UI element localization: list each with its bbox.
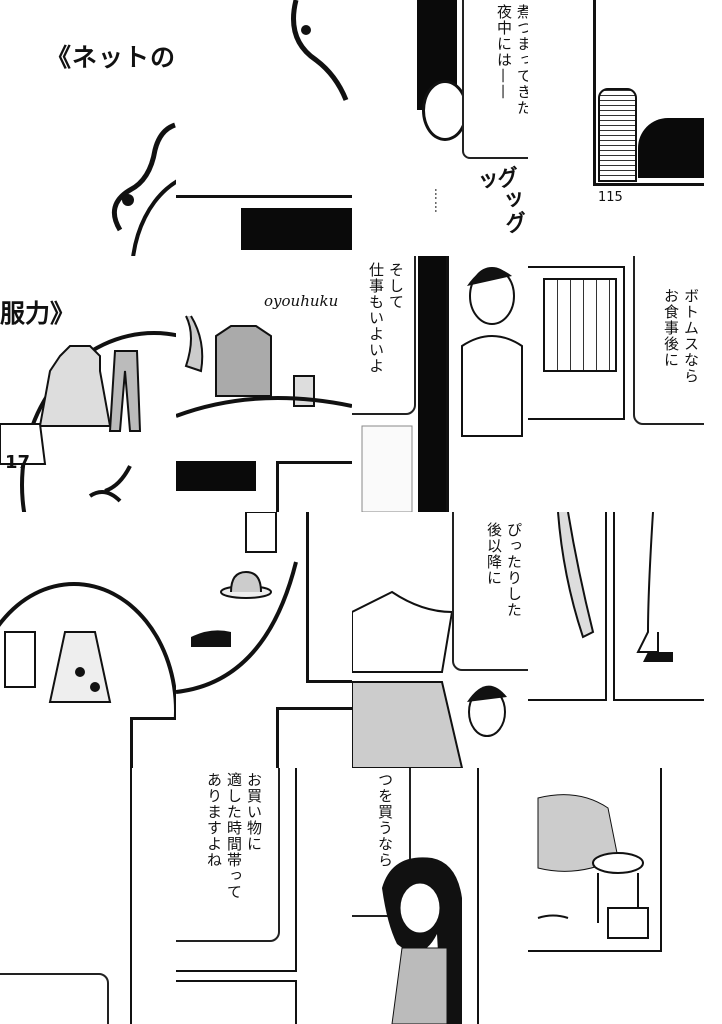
- title-right: 服力》: [0, 299, 76, 328]
- speech-bubble: お買い物に 適した時間帯って ありますよね: [176, 768, 280, 942]
- clothes-icon: [0, 345, 142, 503]
- speech-bubble: [0, 973, 109, 1024]
- sfx-text: グッグッ: [469, 164, 528, 237]
- tile-bottoms: ボトムスなら お食事後に: [528, 256, 704, 512]
- panel-border: [130, 717, 176, 768]
- speech-bubble: ぴったりした 後以降に: [452, 512, 528, 671]
- speech-line: ありますよね: [205, 772, 223, 868]
- tile-panel-empty: [0, 768, 176, 1024]
- speech-line: お食事後に: [662, 288, 680, 368]
- speech-line: 後以降に: [485, 522, 503, 586]
- tile-legs: [528, 512, 704, 768]
- woman-jeans-illustration: [352, 590, 507, 768]
- laptop-screen-icon: [543, 278, 617, 372]
- speech-line: 仕事もいよいよ: [367, 262, 385, 374]
- panel-border: [276, 707, 352, 768]
- speech-bubble: 煮つまってきた 夜中には——: [462, 0, 528, 159]
- chair-icon: [598, 88, 637, 182]
- tile-clothes-logo: oyouhuku: [176, 256, 352, 512]
- panel-border: [176, 980, 297, 1024]
- ornament-icon: [111, 122, 176, 232]
- panel-border: [176, 768, 297, 972]
- speech-line: お買い物に: [245, 772, 263, 852]
- speech-line: 煮つまってきた: [515, 4, 528, 116]
- speech-line: ボトムスなら: [682, 288, 700, 384]
- black-shape: [638, 118, 704, 178]
- logo-text: oyouhuku: [264, 292, 339, 310]
- tile-page-number: 115: [528, 0, 704, 256]
- legs-illustration: [557, 512, 673, 662]
- clothes-icon: [4, 631, 112, 703]
- hat-and-shoe-icon: [176, 512, 298, 694]
- speech-bubble: ボトムスなら お食事後に: [633, 256, 704, 425]
- clothes-icon: [176, 315, 352, 418]
- panel-border: [352, 768, 479, 1024]
- title-left: 《ネットの: [46, 43, 176, 72]
- tile-hat-shoe: [176, 512, 352, 768]
- black-panel: [241, 208, 352, 250]
- speech-bubble: そして 仕事もいよいよ: [352, 256, 416, 415]
- tile-clothes-mirror: 服力》 17: [0, 256, 176, 512]
- speech-line: 夜中には——: [495, 4, 513, 100]
- shirt-number: 17: [5, 452, 31, 473]
- black-background: [418, 256, 448, 512]
- tile-shopping: お買い物に 適した時間帯って ありますよね: [176, 768, 352, 1024]
- speech-line: ぴったりした: [505, 522, 523, 618]
- tile-work: そして 仕事もいよいよ: [352, 256, 528, 512]
- tile-mirror-lower: [0, 512, 176, 768]
- black-panel: [176, 461, 256, 491]
- tile-stool: [528, 768, 704, 1024]
- ellipsis-text: ……: [432, 188, 446, 214]
- laptop-panel: [528, 266, 625, 420]
- speech-line: 適した時間帯って: [225, 772, 243, 900]
- tile-fitted: ぴったりした 後以降に: [352, 512, 528, 768]
- tile-title: 《ネットの: [0, 0, 176, 256]
- tile-ornament: [176, 0, 352, 256]
- page-number: 115: [598, 190, 623, 205]
- tile-buy: つを買うなら: [352, 768, 528, 1024]
- woman-seated-illustration: [537, 794, 649, 939]
- speech-bubble: つを買うなら: [352, 768, 411, 917]
- panel-border: [613, 512, 704, 701]
- panel-border: [306, 512, 352, 683]
- panel-border: [276, 461, 352, 512]
- woman-long-hair-illustration: [382, 857, 462, 1024]
- speech-line: つを買うなら: [376, 772, 394, 868]
- ornament-icon: [291, 0, 349, 101]
- speech-line: そして: [387, 262, 405, 310]
- woman-at-desk-illustration: [361, 267, 523, 512]
- tile-midnight: 煮つまってきた 夜中には—— …… グッグッ: [352, 0, 528, 256]
